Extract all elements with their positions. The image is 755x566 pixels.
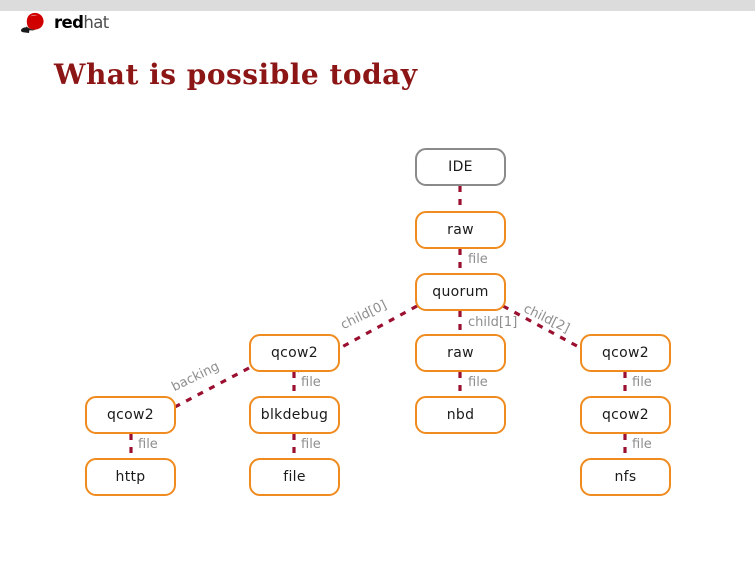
node-qcow2_r2[interactable]: qcow2 (580, 396, 671, 434)
edge-label-file-9: file (301, 437, 321, 452)
redhat-wordmark: redhat (54, 12, 109, 32)
wordmark-hat: hat (83, 12, 109, 32)
node-blkdebug[interactable]: blkdebug (249, 396, 340, 434)
node-raw1[interactable]: raw (415, 211, 506, 249)
edge-label-file-8: file (138, 437, 158, 452)
redhat-shadowman-icon (20, 12, 50, 34)
top-decorative-band (0, 0, 755, 11)
edge-label-file-7: file (632, 375, 652, 390)
node-file_leaf[interactable]: file (249, 458, 340, 496)
edge-label-file-0: file (468, 252, 488, 267)
wordmark-red: red (54, 12, 84, 32)
brand-bar (0, 11, 755, 36)
node-raw2[interactable]: raw (415, 334, 506, 372)
node-ide[interactable]: IDE (415, 148, 506, 186)
node-qcow2_c2[interactable]: qcow2 (580, 334, 671, 372)
node-qcow2_bk[interactable]: qcow2 (85, 396, 176, 434)
edge-label-child0-1: child[0] (338, 297, 390, 333)
edge-label-file-5: file (301, 375, 321, 390)
page-title: What is possible today (54, 58, 418, 91)
edge-label-file-6: file (468, 375, 488, 390)
node-qcow2_c0[interactable]: qcow2 (249, 334, 340, 372)
node-http[interactable]: http (85, 458, 176, 496)
redhat-logo: redhat (20, 11, 109, 35)
edge-label-backing-4: backing (169, 359, 222, 395)
edge-label-file-10: file (632, 437, 652, 452)
edge-label-child2-3: child[2] (521, 301, 572, 337)
node-nbd[interactable]: nbd (415, 396, 506, 434)
node-quorum[interactable]: quorum (415, 273, 506, 311)
edge-label-child1-2: child[1] (468, 315, 518, 330)
node-nfs[interactable]: nfs (580, 458, 671, 496)
